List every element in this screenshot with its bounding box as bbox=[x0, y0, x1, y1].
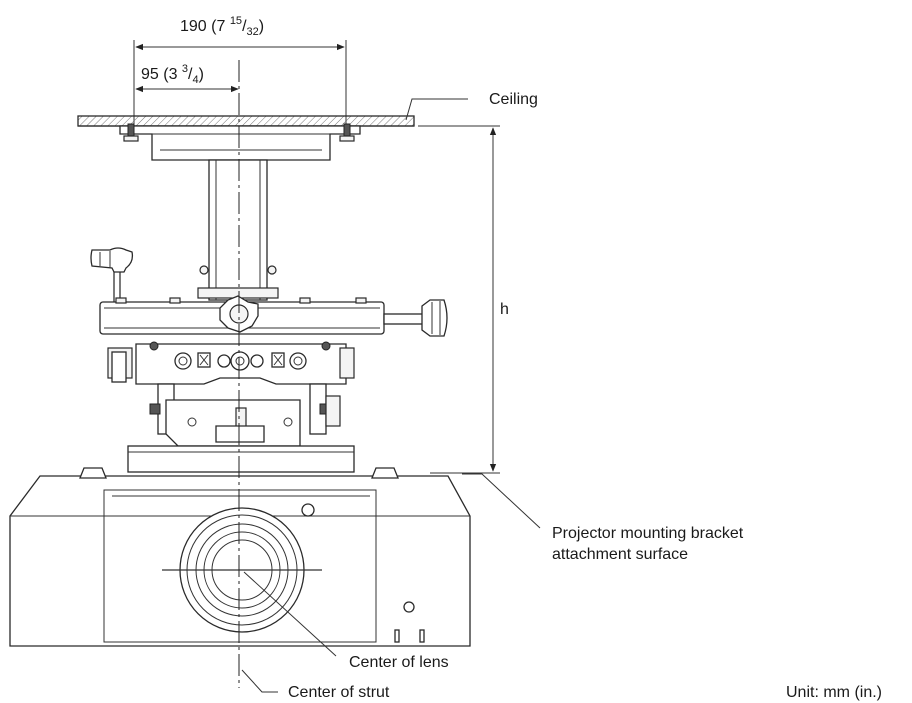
mounting-base bbox=[127, 445, 355, 473]
dimension-half-width-label: 95 (3 3/4) bbox=[141, 63, 204, 86]
crossbar bbox=[99, 295, 385, 335]
right-adjustment-knob bbox=[383, 299, 448, 337]
bracket-surface-label-line1: Projector mounting bracket bbox=[552, 525, 744, 542]
unit-label: Unit: mm (in.) bbox=[786, 684, 882, 701]
ceiling-bracket bbox=[119, 123, 361, 161]
projector-lens bbox=[162, 507, 322, 633]
lens-center-label: Center of lens bbox=[349, 654, 449, 671]
dimension-height: h bbox=[418, 125, 509, 474]
side-brackets bbox=[149, 383, 341, 447]
ceiling-label-group: Ceiling bbox=[405, 91, 538, 121]
dimension-total-width-label: 190 (7 15/32) bbox=[180, 15, 264, 38]
strut-center-callout: Center of strut bbox=[241, 669, 390, 701]
strut-pole bbox=[197, 159, 279, 301]
lens-center-callout: Center of lens bbox=[243, 571, 449, 671]
bracket-surface-label-line2: attachment surface bbox=[552, 546, 688, 563]
dimension-total-width: 190 (7 15/32) bbox=[133, 15, 347, 135]
adjustment-plate bbox=[107, 341, 355, 385]
bracket-surface-callout: Projector mounting bracket attachment su… bbox=[462, 473, 744, 563]
ceiling-label: Ceiling bbox=[489, 91, 538, 108]
dimension-half-width: 95 (3 3/4) bbox=[135, 63, 239, 93]
strut-center-label: Center of strut bbox=[288, 684, 390, 701]
height-label: h bbox=[500, 301, 509, 318]
left-adjustment-knob bbox=[90, 247, 134, 302]
